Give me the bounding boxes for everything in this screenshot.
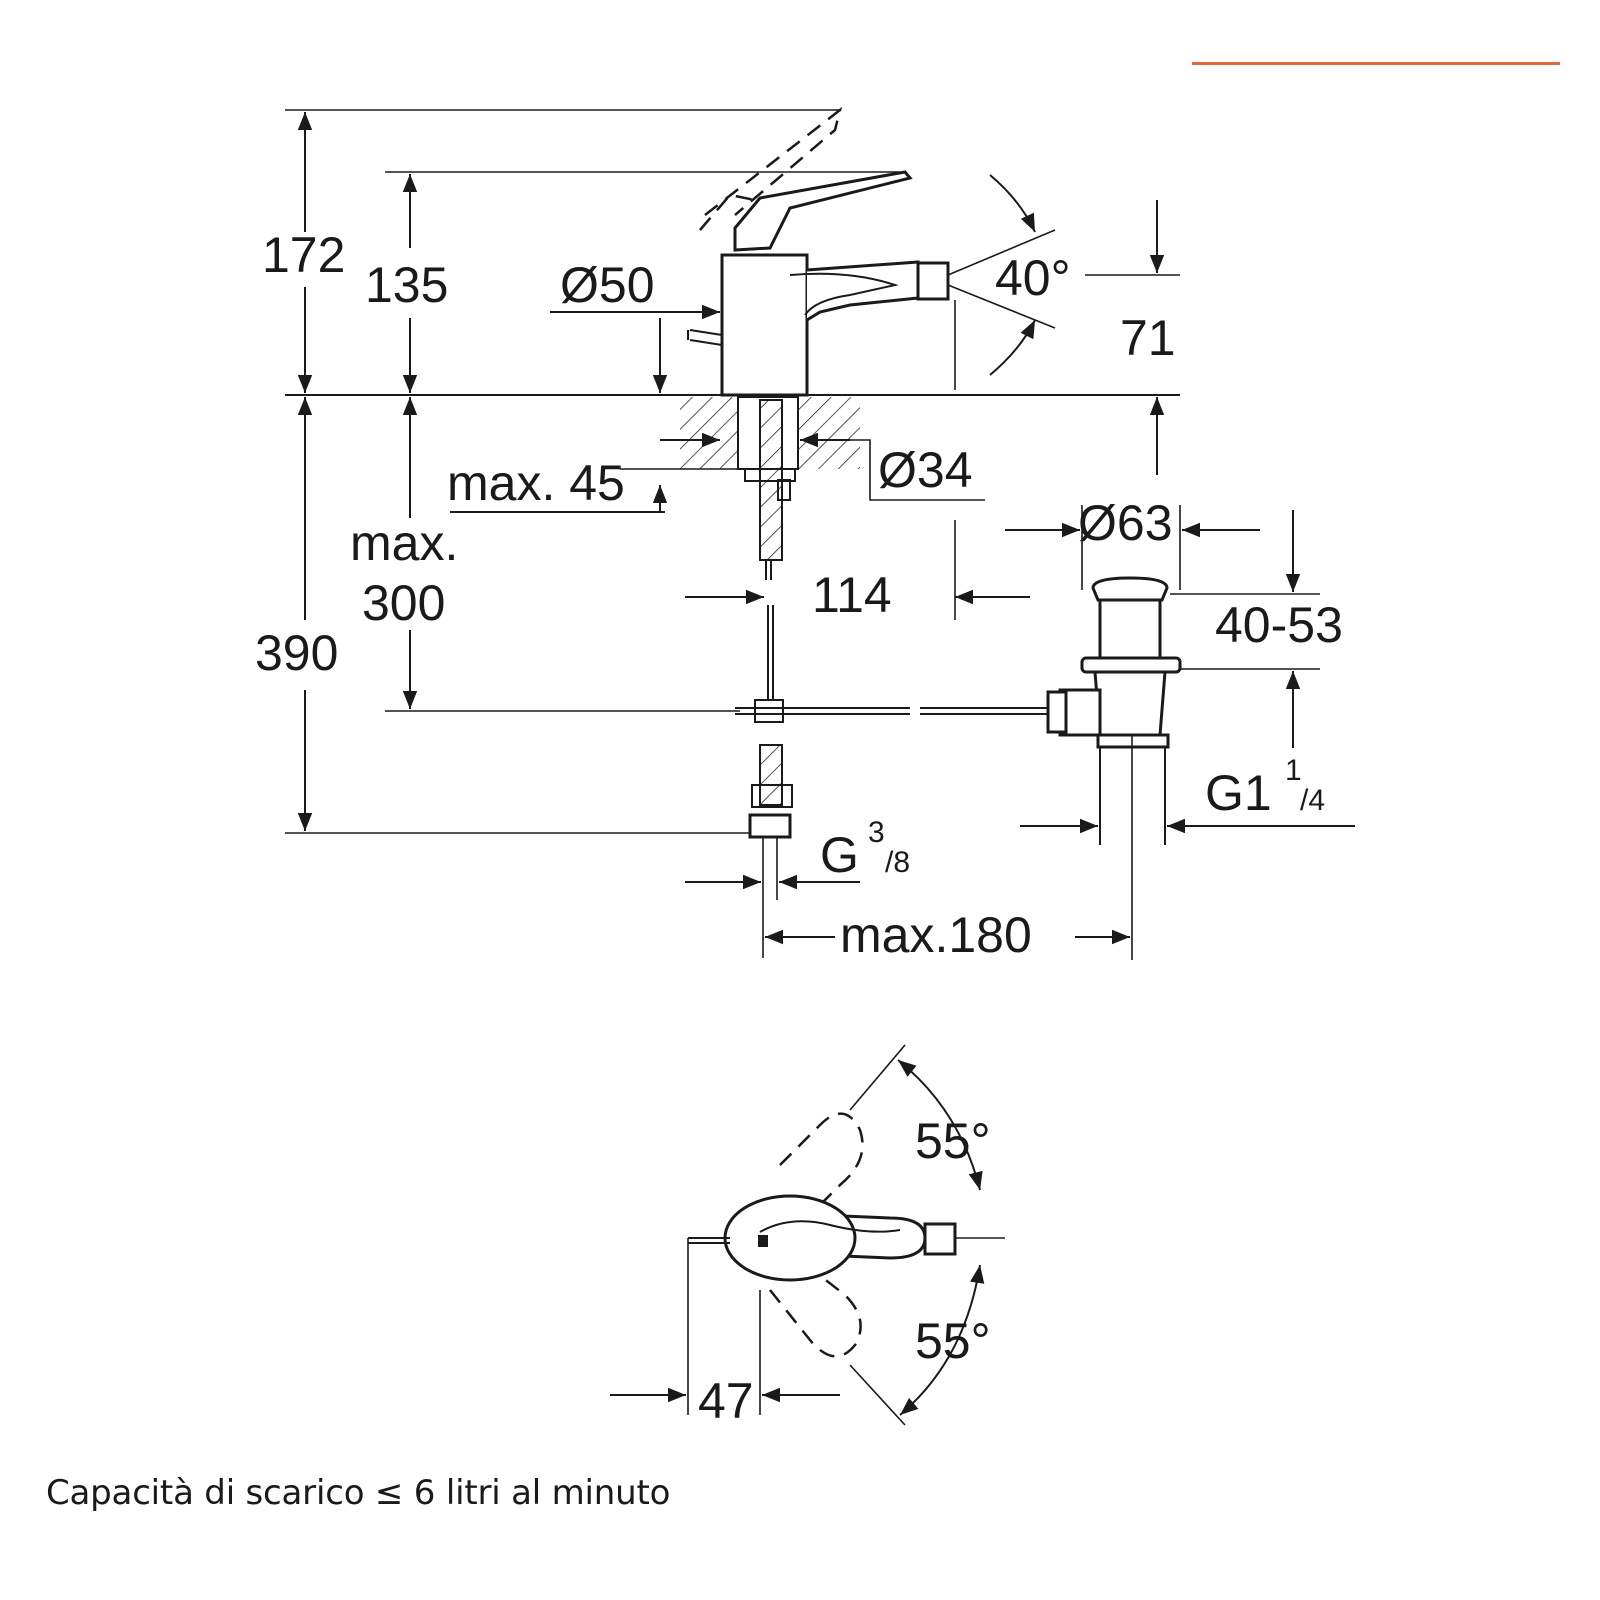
dim-max-180: max.180: [840, 907, 1032, 963]
dim-g1: G1: [1205, 765, 1272, 821]
dim-angle-55-top: 55°: [915, 1113, 991, 1169]
dim-135: 135: [365, 257, 448, 313]
top-view: [610, 1044, 1005, 1426]
dim-390: 390: [255, 625, 338, 681]
dim-max-label: max.: [350, 515, 458, 571]
dim-angle-40: 40°: [995, 250, 1071, 306]
dim-g38: G: [820, 827, 859, 883]
dim-angle-55-bottom: 55°: [915, 1313, 991, 1369]
dim-g1-den: /4: [1300, 784, 1325, 817]
dim-40-53: 40-53: [1215, 597, 1343, 653]
dim-d50: Ø50: [560, 257, 655, 313]
dim-max-45: max. 45: [447, 455, 625, 511]
caption: Capacità di scarico ≤ 6 litri al minuto: [46, 1473, 671, 1513]
dim-g1-num: 1: [1285, 754, 1302, 787]
dim-114: 114: [812, 567, 892, 623]
dim-d63: Ø63: [1078, 495, 1173, 551]
accent-line: [1192, 62, 1560, 65]
dim-71: 71: [1120, 310, 1176, 366]
dim-g38-den: /8: [885, 846, 910, 879]
side-view: [285, 106, 1355, 960]
dim-g38-num: 3: [868, 816, 885, 849]
dim-172: 172: [262, 227, 345, 283]
dim-d34: Ø34: [878, 442, 973, 498]
dim-47: 47: [698, 1373, 754, 1429]
dim-300: 300: [362, 575, 445, 631]
